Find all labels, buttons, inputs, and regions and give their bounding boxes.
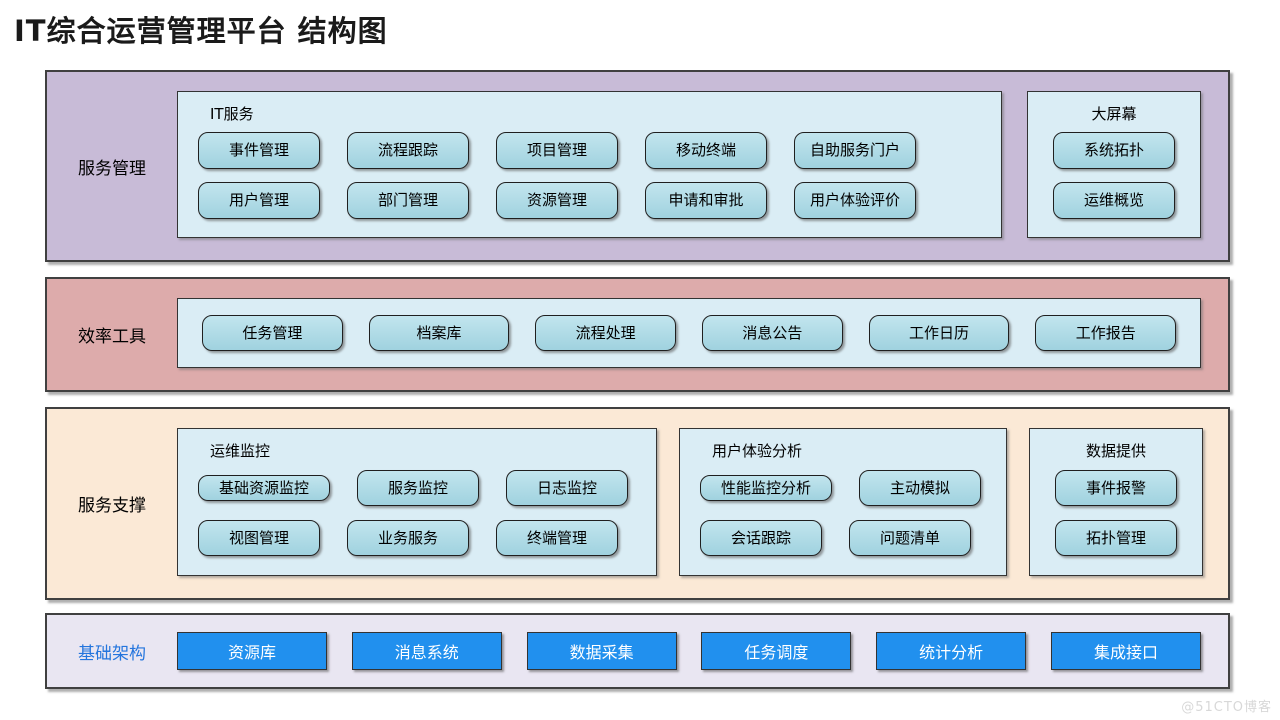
module-row: 事件报警 xyxy=(1040,469,1192,507)
panel-rows-big-screen: 系统拓扑运维概览 xyxy=(1038,126,1190,225)
module-button: 自助服务门户 xyxy=(794,132,916,170)
band-area-infrastructure: 资源库消息系统数据采集任务调度统计分析集成接口 xyxy=(177,615,1228,687)
module-button: 流程处理 xyxy=(535,314,677,352)
infra-button: 数据采集 xyxy=(526,632,677,670)
module-row: 系统拓扑 xyxy=(1038,132,1190,170)
module-button: 主动模拟 xyxy=(859,469,981,507)
module-row: 拓扑管理 xyxy=(1040,519,1192,557)
band-efficiency-tools: 效率工具 任务管理档案库流程处理消息公告工作日历工作报告 xyxy=(45,277,1230,392)
panel-ux-analysis: 用户体验分析性能监控分析主动模拟会话跟踪问题清单 xyxy=(679,428,1007,576)
module-button: 运维概览 xyxy=(1053,181,1175,219)
panel-big-screen: 大屏幕系统拓扑运维概览 xyxy=(1027,91,1201,238)
module-button: 消息公告 xyxy=(702,314,843,352)
module-button: 工作日历 xyxy=(868,314,1010,352)
page-title: IT综合运营管理平台 结构图 xyxy=(14,14,388,48)
module-button: 服务监控 xyxy=(357,469,479,507)
module-button: 性能监控分析 xyxy=(700,474,832,502)
panel-rows-data-provision: 事件报警拓扑管理 xyxy=(1040,463,1192,563)
module-row: 基础资源监控服务监控日志监控 xyxy=(198,469,636,507)
module-button: 问题清单 xyxy=(849,519,971,557)
band-label-service-support: 服务支撑 xyxy=(78,496,146,516)
module-button: 拓扑管理 xyxy=(1055,519,1177,557)
panel-title-ux-analysis: 用户体验分析 xyxy=(712,442,803,460)
panel-tools: 任务管理档案库流程处理消息公告工作日历工作报告 xyxy=(177,298,1201,368)
module-row: 性能监控分析主动模拟 xyxy=(700,469,986,507)
band-label-infrastructure: 基础架构 xyxy=(78,643,146,664)
band-label-efficiency-tools: 效率工具 xyxy=(78,327,146,347)
module-button: 事件管理 xyxy=(198,132,320,170)
module-button: 流程跟踪 xyxy=(347,132,469,170)
infra-button: 统计分析 xyxy=(876,632,1027,670)
panel-title-big-screen: 大屏幕 xyxy=(1091,105,1137,123)
infra-row: 资源库消息系统数据采集任务调度统计分析集成接口 xyxy=(177,632,1201,670)
module-button: 移动终端 xyxy=(645,132,767,170)
module-button: 项目管理 xyxy=(496,132,618,170)
panel-rows-it-service: 事件管理流程跟踪项目管理移动终端自助服务门户用户管理部门管理资源管理申请和审批用… xyxy=(198,126,981,225)
infra-button: 集成接口 xyxy=(1050,632,1201,670)
module-button: 申请和审批 xyxy=(645,181,767,219)
panel-rows-ops-monitoring: 基础资源监控服务监控日志监控视图管理业务服务终端管理 xyxy=(198,463,636,563)
band-service-support: 服务支撑运维监控基础资源监控服务监控日志监控视图管理业务服务终端管理用户体验分析… xyxy=(45,407,1230,600)
panel-title-ops-monitoring: 运维监控 xyxy=(210,442,271,460)
module-row: 视图管理业务服务终端管理 xyxy=(198,519,636,557)
module-button: 会话跟踪 xyxy=(700,519,822,557)
band-area-service-management: IT服务事件管理流程跟踪项目管理移动终端自助服务门户用户管理部门管理资源管理申请… xyxy=(177,72,1228,260)
module-row: 用户管理部门管理资源管理申请和审批用户体验评价 xyxy=(198,181,981,219)
band-infrastructure: 基础架构 资源库消息系统数据采集任务调度统计分析集成接口 xyxy=(45,613,1230,689)
infra-button: 消息系统 xyxy=(351,632,502,670)
band-area-service-support: 运维监控基础资源监控服务监控日志监控视图管理业务服务终端管理用户体验分析性能监控… xyxy=(177,409,1230,598)
module-button: 用户体验评价 xyxy=(794,181,916,219)
module-button: 用户管理 xyxy=(198,181,320,219)
panel-title-it-service: IT服务 xyxy=(210,105,254,123)
module-button: 工作报告 xyxy=(1035,314,1177,352)
module-button: 终端管理 xyxy=(496,519,618,557)
module-row: 任务管理档案库流程处理消息公告工作日历工作报告 xyxy=(202,314,1177,352)
module-row: 事件管理流程跟踪项目管理移动终端自助服务门户 xyxy=(198,132,981,170)
module-button: 档案库 xyxy=(368,314,510,352)
panel-rows-ux-analysis: 性能监控分析主动模拟会话跟踪问题清单 xyxy=(700,463,986,563)
module-button: 资源管理 xyxy=(496,181,618,219)
module-button: 部门管理 xyxy=(347,181,469,219)
infra-button: 任务调度 xyxy=(701,632,852,670)
band-area-efficiency-tools: 任务管理档案库流程处理消息公告工作日历工作报告 xyxy=(177,279,1228,390)
panel-data-provision: 数据提供事件报警拓扑管理 xyxy=(1029,428,1203,576)
band-label-service-management: 服务管理 xyxy=(78,158,146,179)
module-row: 运维概览 xyxy=(1038,181,1190,219)
panel-ops-monitoring: 运维监控基础资源监控服务监控日志监控视图管理业务服务终端管理 xyxy=(177,428,657,576)
watermark: @51CTO博客 xyxy=(1181,700,1272,715)
infra-button: 资源库 xyxy=(177,632,327,670)
module-button: 业务服务 xyxy=(347,519,469,557)
panel-title-data-provision: 数据提供 xyxy=(1085,442,1146,460)
module-button: 事件报警 xyxy=(1055,469,1177,507)
module-button: 视图管理 xyxy=(198,519,320,557)
module-row: 会话跟踪问题清单 xyxy=(700,519,986,557)
panel-it-service: IT服务事件管理流程跟踪项目管理移动终端自助服务门户用户管理部门管理资源管理申请… xyxy=(177,91,1002,238)
module-button: 日志监控 xyxy=(506,469,628,507)
module-button: 任务管理 xyxy=(202,314,343,352)
panel-rows-tools: 任务管理档案库流程处理消息公告工作日历工作报告 xyxy=(202,299,1177,367)
module-button: 基础资源监控 xyxy=(198,474,330,502)
module-button: 系统拓扑 xyxy=(1053,132,1175,170)
